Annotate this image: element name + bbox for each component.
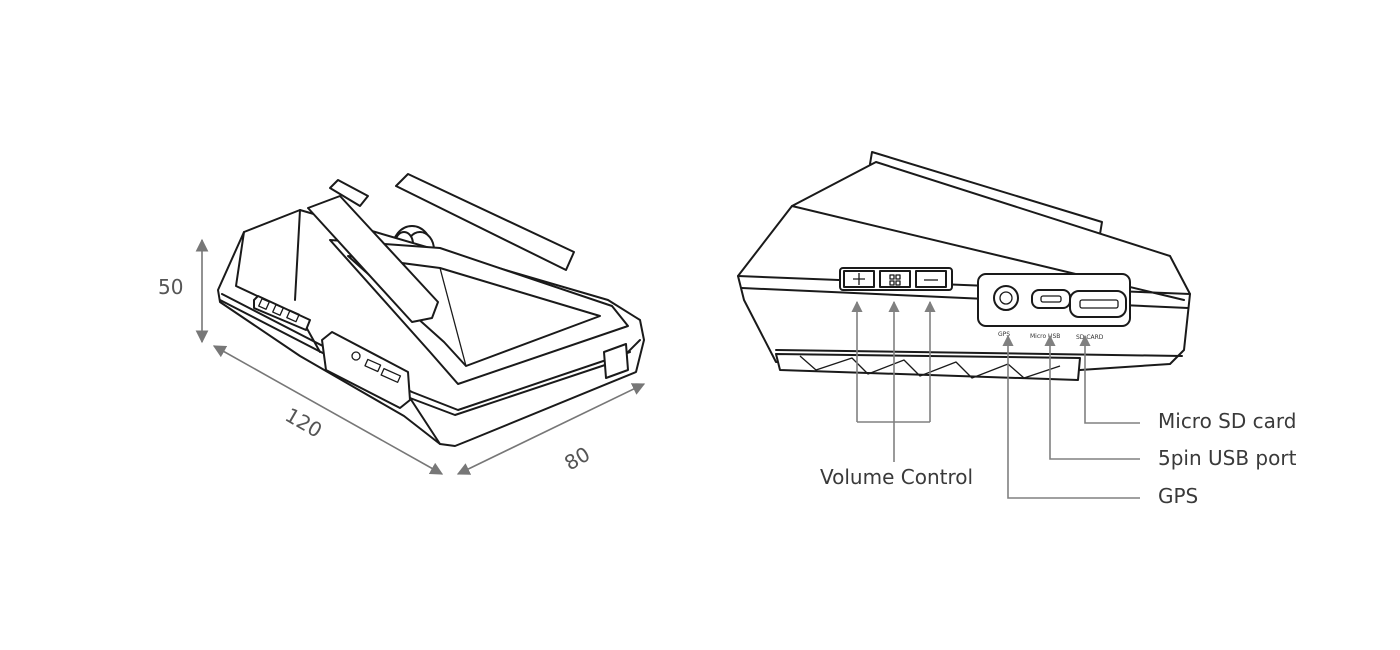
callout-micro-sd-card: Micro SD card <box>1158 409 1296 433</box>
dimension-width-label: 80 <box>560 442 594 476</box>
left-flap <box>307 195 439 323</box>
port-label-sd-card: SD CARD <box>1076 334 1104 341</box>
callout-usb-port: 5pin USB port <box>1158 446 1297 470</box>
dimension-length-label: 120 <box>281 403 326 443</box>
port-leaders <box>1002 334 1140 499</box>
port-label-gps: GPS <box>998 331 1010 338</box>
right-flap <box>395 173 575 271</box>
gps-jack <box>993 285 1019 311</box>
dimension-height-label: 50 <box>158 275 183 299</box>
side-volume-buttons <box>253 295 311 331</box>
micro-usb-port <box>1031 289 1071 309</box>
port-label-micro-usb: Micro USB <box>1030 333 1060 340</box>
side-view: GPS Micro USB SD CARD <box>737 151 1191 499</box>
dimension-lines <box>195 238 646 475</box>
port-panel: GPS Micro USB SD CARD <box>977 273 1131 341</box>
bottom-ridges <box>775 353 1081 381</box>
sd-card-slot <box>1069 290 1127 318</box>
volume-buttons <box>839 267 953 291</box>
volume-leaders <box>851 300 936 462</box>
volume-down-button <box>915 270 947 288</box>
callout-gps: GPS <box>1158 484 1198 508</box>
isometric-view <box>217 173 645 447</box>
plus-icon <box>853 273 865 285</box>
callout-volume-control: Volume Control <box>820 465 973 489</box>
side-body-outline <box>737 161 1191 371</box>
menu-button <box>879 270 911 288</box>
